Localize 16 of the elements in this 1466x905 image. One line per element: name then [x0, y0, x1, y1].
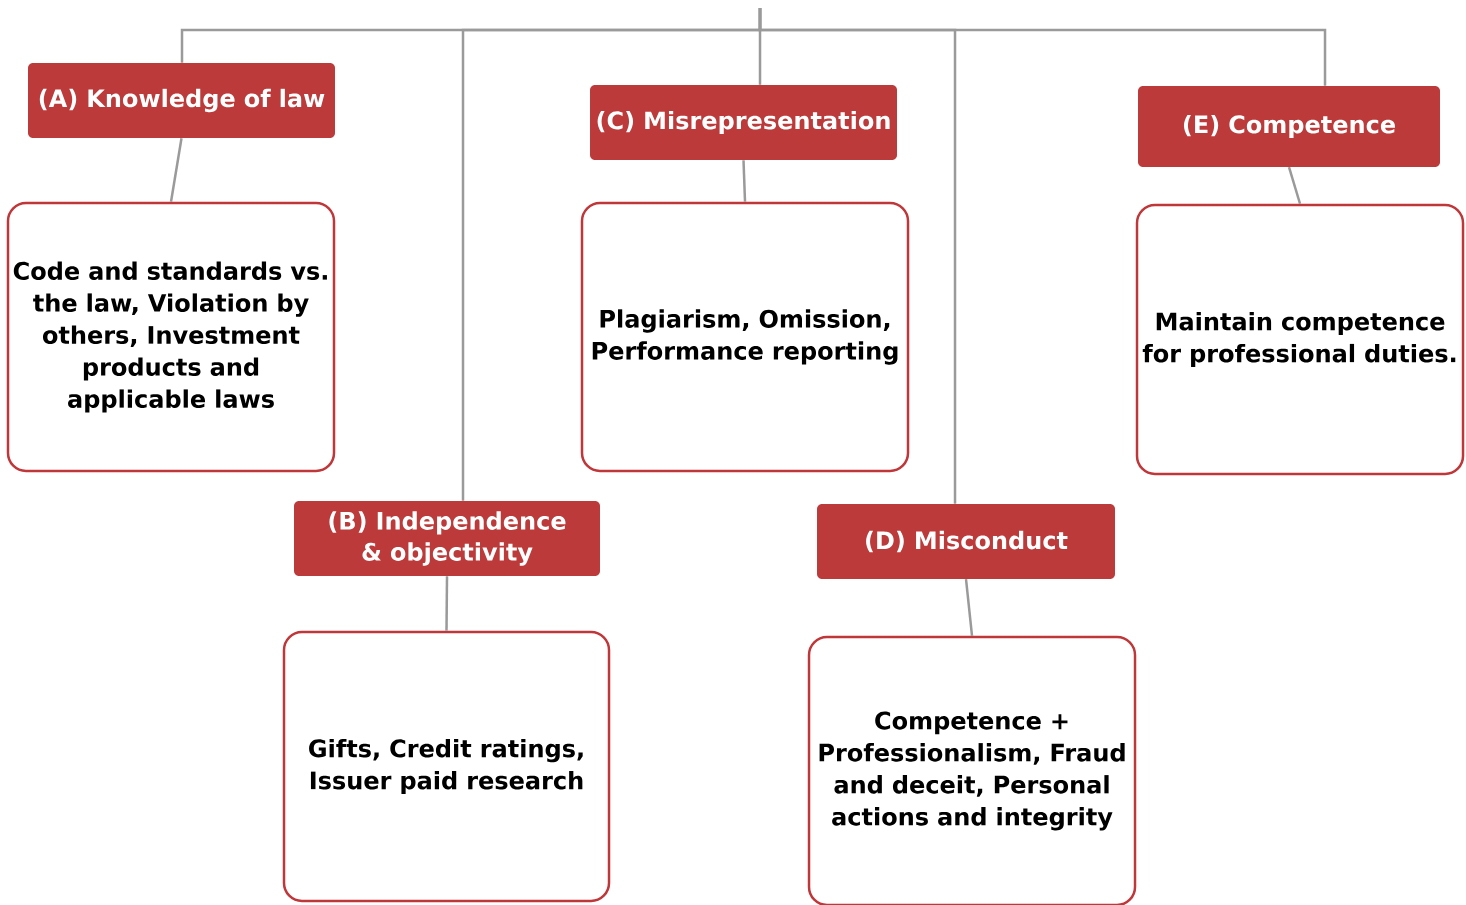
connector-line: [964, 579, 974, 636]
content-box: Maintain competence for professional duties.: [1135, 203, 1465, 476]
content-box: Code and standards vs. the law, Violation by others, Investment products and applicable laws: [6, 201, 336, 473]
category-box: (C) Misrepresentation: [590, 85, 897, 160]
content-box: Competence + Professionalism, Fraud and deceit, Personal actions and integrity: [807, 635, 1137, 905]
content-box: Gifts, Credit ratings, Issuer paid research: [282, 630, 611, 903]
category-box: (A) Knowledge of law: [28, 63, 335, 138]
category-box: (E) Competence: [1138, 86, 1440, 167]
connector-line: [445, 576, 449, 631]
connector-line: [742, 160, 747, 202]
connector-line: [758, 8, 1327, 86]
connector-line: [169, 138, 183, 202]
content-box: Plagiarism, Omission, Performance reporting: [580, 201, 910, 473]
connector-line: [1287, 166, 1302, 205]
category-box: (B) Independence & objectivity: [294, 501, 600, 576]
category-box: (D) Misconduct: [817, 504, 1115, 579]
